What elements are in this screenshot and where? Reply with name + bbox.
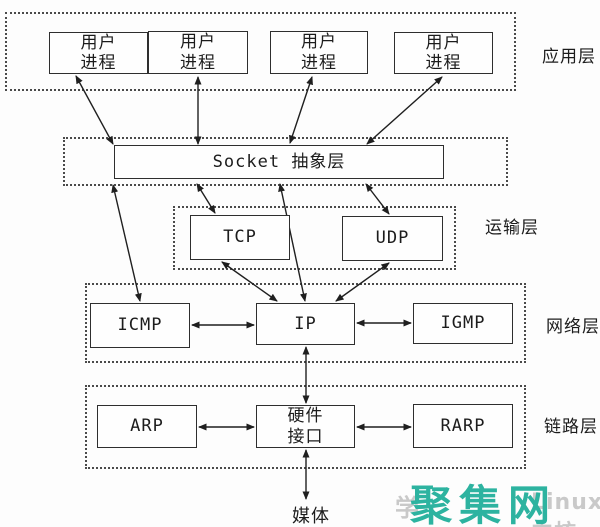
watermark-brand: 聚集网 — [410, 481, 558, 527]
node-user-process-3: 用户 进程 — [270, 31, 368, 74]
node-hw-interface: 硬件 接口 — [256, 405, 355, 448]
transport-layer-region — [173, 206, 456, 270]
node-user-process-2: 用户 进程 — [148, 31, 248, 74]
label-link-layer: 链路层 — [544, 417, 598, 437]
label-media: 媒体 — [292, 506, 330, 527]
node-igmp: IGMP — [413, 303, 513, 344]
node-udp: UDP — [342, 216, 443, 261]
node-ip: IP — [256, 303, 355, 345]
label-transport-layer: 运输层 — [485, 218, 539, 238]
label-application-layer: 应用层 — [542, 47, 596, 67]
node-user-process-4: 用户 进程 — [394, 32, 493, 74]
watermark-underlay-left: 学 — [395, 494, 419, 522]
node-rarp: RARP — [413, 404, 513, 448]
node-user-process-1: 用户 进程 — [49, 32, 148, 74]
label-network-layer: 网络层 — [546, 317, 600, 337]
application-layer-region — [5, 12, 516, 91]
node-socket-abstraction: Socket 抽象层 — [114, 145, 444, 179]
node-icmp: ICMP — [90, 303, 190, 348]
watermark-underlay-right: Linux内核 — [531, 490, 600, 527]
node-arp: ARP — [97, 405, 197, 448]
node-tcp: TCP — [190, 215, 290, 260]
